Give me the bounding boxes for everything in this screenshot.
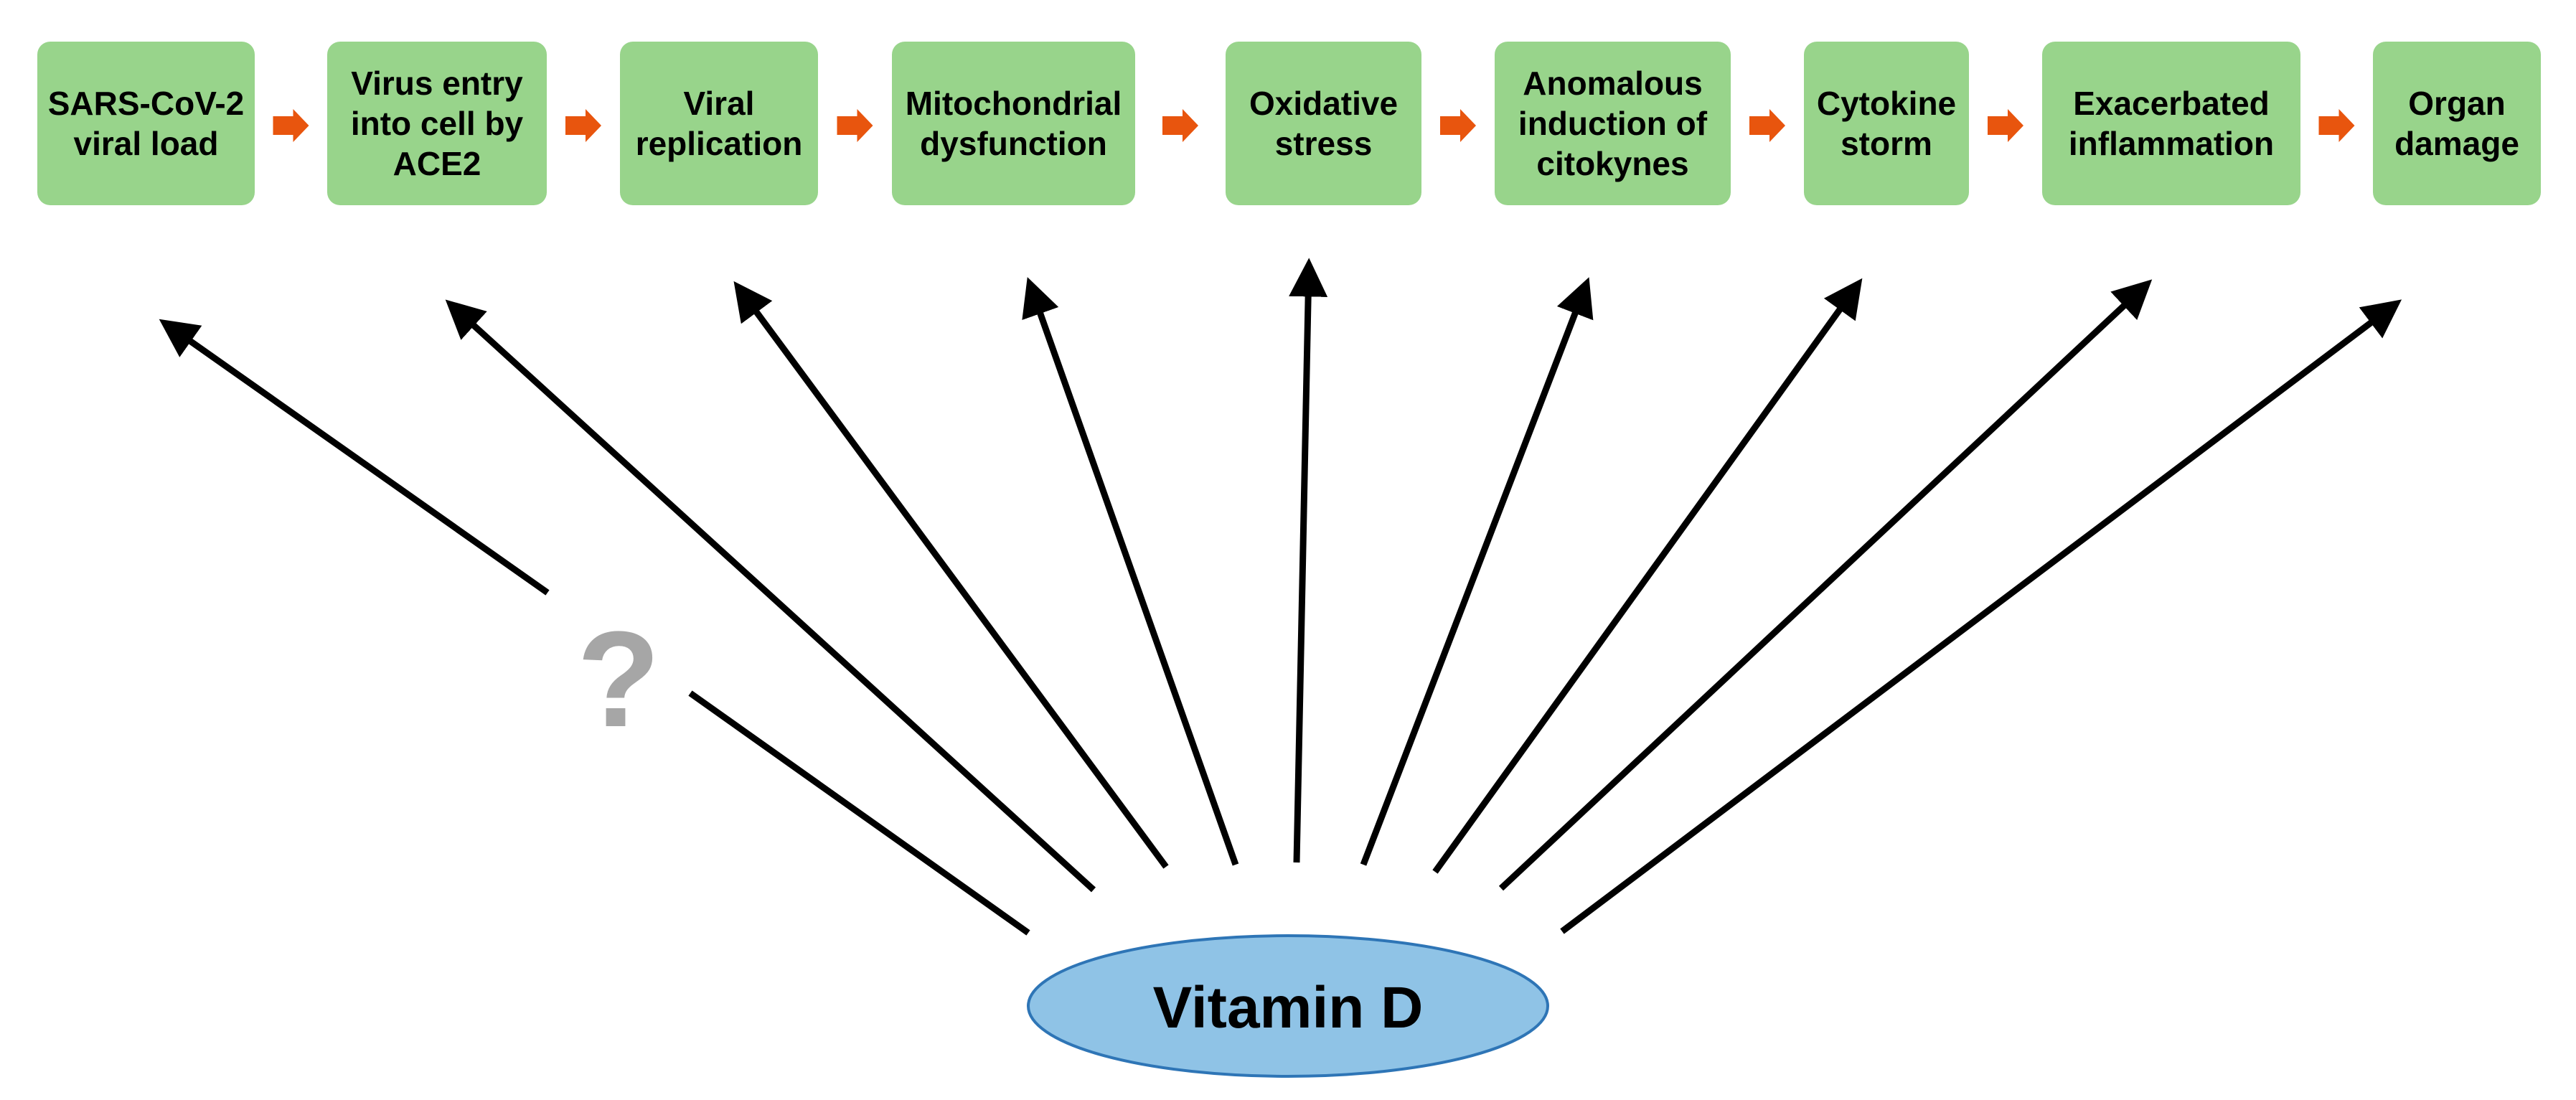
step-box-bg <box>1804 42 1969 205</box>
pathway-step-arrows <box>273 109 2355 142</box>
question-mark-icon: ? <box>577 603 660 756</box>
effect-arrow <box>1498 279 2153 891</box>
step-label-line: Virus entry <box>351 65 523 102</box>
step-label-line: Oxidative <box>1249 85 1398 122</box>
step-label-line: viral load <box>74 125 219 162</box>
step-arrow-icon <box>565 109 601 142</box>
step-label-line: replication <box>636 125 803 162</box>
vitamin-d-effect-arrows <box>159 258 2402 936</box>
step-arrow-icon <box>1988 109 2023 142</box>
effect-arrow-uncertain <box>159 319 1030 936</box>
step-arrow-icon <box>2318 109 2355 142</box>
step-label-line: storm <box>1841 125 1932 162</box>
step-box-bg <box>2042 42 2300 205</box>
step-arrow-icon <box>1162 109 1198 142</box>
step-label-line: inflammation <box>2069 125 2274 162</box>
step-label-line: dysfunction <box>920 125 1107 162</box>
effect-arrow <box>1289 258 1328 863</box>
effect-arrow-segment <box>688 690 1030 936</box>
step-label-line: ACE2 <box>393 145 481 182</box>
step-arrow-icon <box>273 109 309 142</box>
effect-arrow <box>1560 299 2402 934</box>
step-arrow-icon <box>1749 109 1785 142</box>
step-label-line: Cytokine <box>1817 85 1956 122</box>
step-arrow-icon <box>1440 109 1476 142</box>
step-box-bg <box>1226 42 1421 205</box>
step-label-line: damage <box>2394 125 2519 162</box>
step-label-line: Exacerbated <box>2073 85 2270 122</box>
step-label-line: citokynes <box>1536 145 1688 182</box>
step-arrow-icon <box>837 109 873 142</box>
step-label-line: SARS-CoV-2 <box>48 85 244 122</box>
step-box-bg <box>620 42 818 205</box>
step-box-bg <box>37 42 255 205</box>
uncertain-marker: ? <box>577 603 660 756</box>
step-box-bg <box>892 42 1135 205</box>
step-label-line: Organ <box>2408 85 2505 122</box>
effect-arrow <box>445 299 1096 893</box>
effect-arrow <box>733 281 1169 869</box>
step-label-line: Mitochondrial <box>906 85 1122 122</box>
step-label-line: stress <box>1275 125 1373 162</box>
step-box-bg <box>2373 42 2541 205</box>
step-box-bg <box>1495 42 1731 205</box>
effect-arrow <box>1360 277 1594 866</box>
effect-arrow-segment <box>159 319 550 596</box>
step-label-line: induction of <box>1518 105 1708 142</box>
effect-arrow <box>1432 278 1863 874</box>
step-label-line: into cell by <box>351 105 524 142</box>
step-label-line: Anomalous <box>1523 65 1702 102</box>
effect-arrow <box>1022 277 1239 866</box>
vitamin-d-ellipse <box>1027 934 1549 1078</box>
step-label-line: Viral <box>684 85 755 122</box>
vitamin-d-node: Vitamin D <box>1027 934 1549 1078</box>
step-box-bg <box>327 42 547 205</box>
vitamin-d-label: Vitamin D <box>1153 975 1424 1040</box>
